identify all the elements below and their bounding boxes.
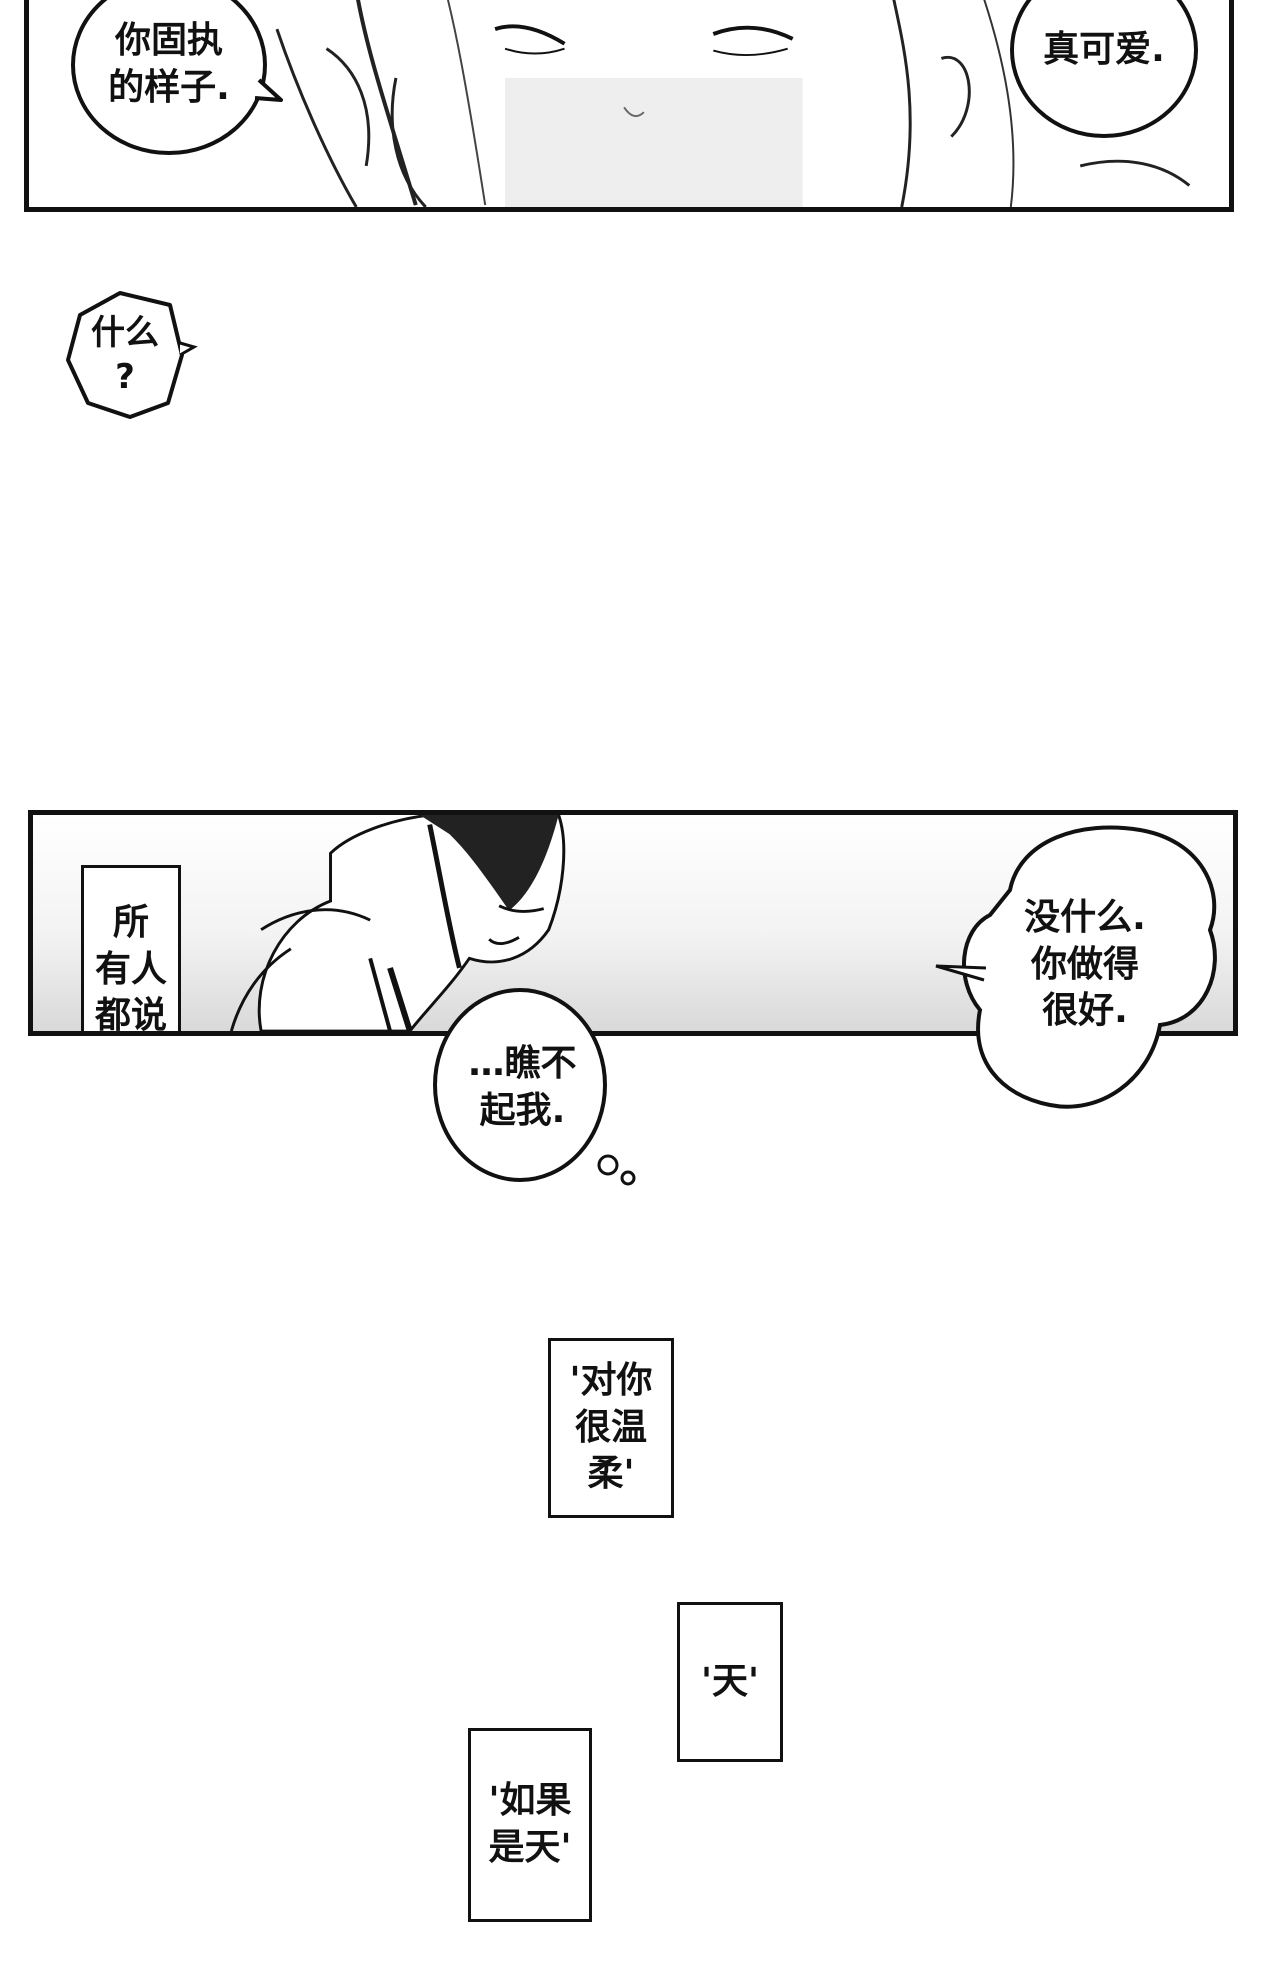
speech-text-stubborn: 你固执 的样子. <box>108 20 230 108</box>
top-panel: 你固执 的样子. 真可爱. <box>24 0 1234 212</box>
speech-text-well-done: 没什么. 你做得 很好. <box>1024 896 1146 1032</box>
caption-if-tian: '如果 是天' <box>468 1728 592 1922</box>
bubble-outline <box>935 825 1217 1109</box>
interjection-bubble: 什么 ? <box>60 285 198 425</box>
caption-text-everyone-said: 所 有人 都说 <box>94 901 167 1036</box>
bubble-outline <box>71 0 283 155</box>
caption-text-tian: '天' <box>700 1660 760 1702</box>
thought-text-look-down: …瞧不 起我. <box>468 1042 577 1131</box>
caption-tian: '天' <box>677 1602 783 1762</box>
middle-panel-art <box>229 815 566 1031</box>
caption-gentle: '对你 很温 柔' <box>548 1338 674 1518</box>
speech-text-cute: 真可爱. <box>1043 28 1165 70</box>
speech-bubble-right: 真可爱. <box>1009 0 1199 140</box>
top-panel-art <box>275 0 1191 207</box>
caption-text-gentle: '对你 很温 柔' <box>569 1359 653 1495</box>
speech-bubble-well-done: 没什么. 你做得 很好. <box>935 820 1220 1120</box>
thought-bubble-outline <box>433 988 636 1186</box>
thought-bubble: …瞧不 起我. <box>430 985 636 1190</box>
spiky-bubble-outline <box>66 291 198 419</box>
caption-everyone-said: 所 有人 都说 <box>81 865 181 1036</box>
speech-bubble-left: 你固执 的样子. <box>69 0 283 160</box>
interjection-text: 什么 ? <box>91 312 159 397</box>
caption-text-if-tian: '如果 是天' <box>488 1780 572 1868</box>
bubble-outline <box>1010 0 1198 138</box>
